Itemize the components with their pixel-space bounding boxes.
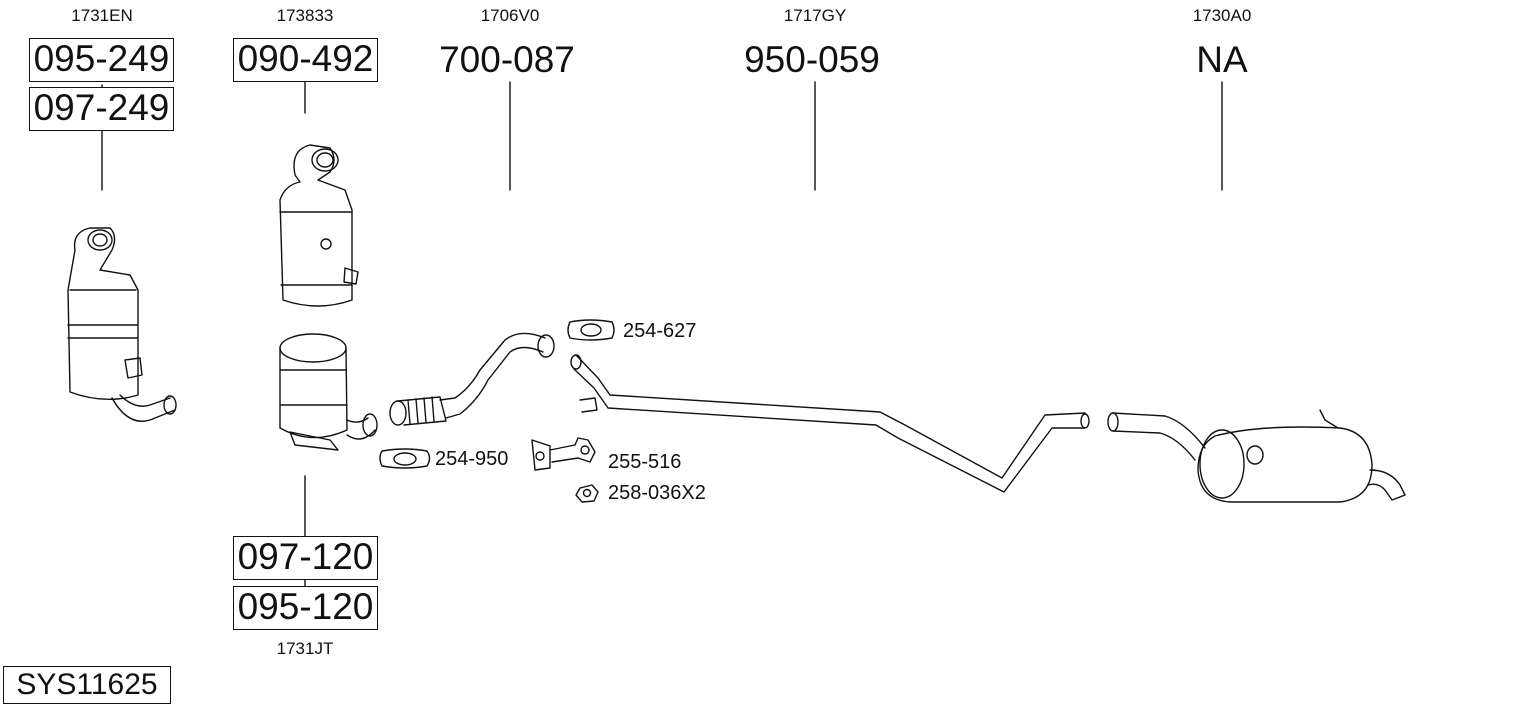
part-number-box-cat2-a[interactable]: 097-120 [233,536,378,580]
front-pipe-drawing [389,332,555,426]
catalyst-2-drawing [279,333,378,451]
dpf-drawing [279,144,359,307]
clamp-254-950-drawing [379,448,431,469]
rear-silencer-drawing [1107,409,1406,503]
clamp-254-627-drawing [567,319,615,341]
catalyst-1-drawing [67,227,177,422]
oe-code-catalyst-2: 1731JT [276,639,334,658]
part-number-box-dpf[interactable]: 090-492 [233,38,378,82]
part-number-box-cat1-b[interactable]: 097-249 [29,87,174,131]
fitting-label-clamp-upper[interactable]: 254-627 [623,320,697,342]
fitting-label-nut[interactable]: 258-036X2 [608,482,706,504]
fitting-label-bracket[interactable]: 255-516 [608,451,682,473]
part-number-box-cat2-b[interactable]: 095-120 [233,586,378,630]
part-number-box-cat1-a[interactable]: 095-249 [29,38,174,82]
nut-258-036-drawing [575,484,599,503]
bracket-255-516-drawing [531,437,596,471]
part-number-middle-pipe[interactable]: 950-059 [744,39,880,80]
oe-code-dpf: 173833 [276,6,334,25]
oe-code-rear-silencer: 1730A0 [1192,6,1252,25]
oe-code-middle-pipe: 1717GY [783,6,847,25]
oe-code-catalyst-1: 1731EN [71,6,133,25]
fitting-label-clamp-lower[interactable]: 254-950 [435,448,509,470]
system-id-box: SYS11625 [3,666,171,704]
part-number-rear-silencer[interactable]: NA [1196,39,1248,80]
middle-pipe-drawing [570,354,1090,493]
oe-code-front-pipe: 1706V0 [480,6,540,25]
part-number-front-pipe[interactable]: 700-087 [439,39,575,80]
